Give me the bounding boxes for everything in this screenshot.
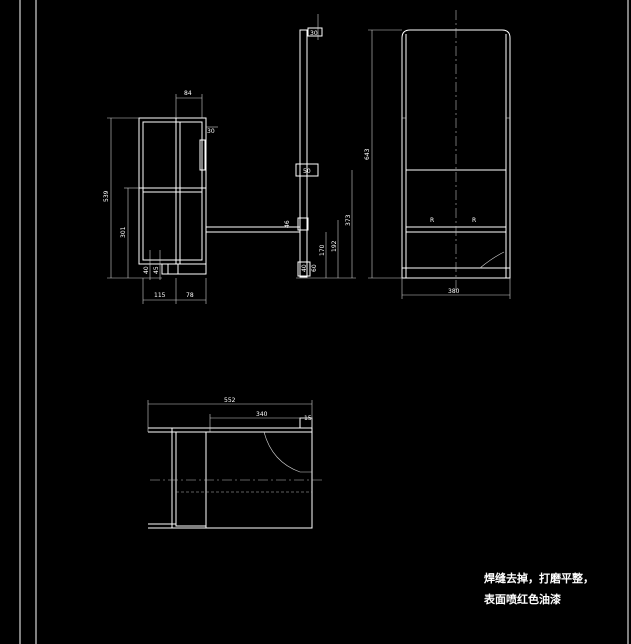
dim-40-post: 40 — [301, 264, 308, 272]
side-base — [161, 263, 207, 275]
dim-46: 46 — [284, 220, 291, 228]
dim-post-top: 30 — [310, 30, 318, 37]
dim-170: 170 — [319, 244, 326, 256]
front-dimensions: 643 380 — [364, 29, 511, 299]
dim-45: 45 — [153, 266, 160, 274]
dim-539: 539 — [103, 190, 110, 202]
notes: 焊缝去掉，打磨平整， 表面喷红色油漆 — [483, 571, 594, 606]
dim-301: 301 — [120, 226, 127, 238]
drawing-frame — [19, 0, 629, 644]
mark-r-right: R — [472, 217, 476, 224]
side-dimensions: 84 30 539 301 40 45 115 78 — [103, 14, 356, 304]
note-line-1: 焊缝去掉，打磨平整， — [484, 571, 594, 585]
side-frame-outer — [138, 117, 207, 265]
front-outline — [401, 29, 511, 279]
mark-r-left: R — [430, 217, 434, 224]
front-view: R R 643 380 — [364, 10, 511, 299]
top-dimensions: 552 340 15 — [147, 397, 313, 432]
dim-552: 552 — [224, 397, 236, 404]
top-view: 552 340 15 — [147, 397, 325, 529]
dim-40: 40 — [143, 266, 150, 274]
top-outline — [171, 427, 313, 529]
dim-84: 84 — [184, 90, 192, 97]
dim-643: 643 — [364, 148, 371, 160]
side-frame-inner — [142, 121, 203, 261]
side-view: 84 30 539 301 40 45 115 78 — [103, 14, 356, 304]
dim-78: 78 — [186, 292, 194, 299]
dim-115: 115 — [154, 292, 166, 299]
dim-60: 60 — [311, 264, 318, 272]
dim-340: 340 — [256, 411, 268, 418]
top-arc — [263, 431, 312, 473]
dim-373: 373 — [345, 214, 352, 226]
dim-192: 192 — [331, 240, 338, 252]
side-post — [299, 29, 308, 278]
dim-15: 15 — [304, 415, 312, 422]
dim-post-mid: 50 — [303, 168, 311, 175]
note-line-2: 表面喷红色油漆 — [483, 592, 561, 606]
dim-30-side: 30 — [207, 128, 215, 135]
dim-380: 380 — [448, 288, 460, 295]
